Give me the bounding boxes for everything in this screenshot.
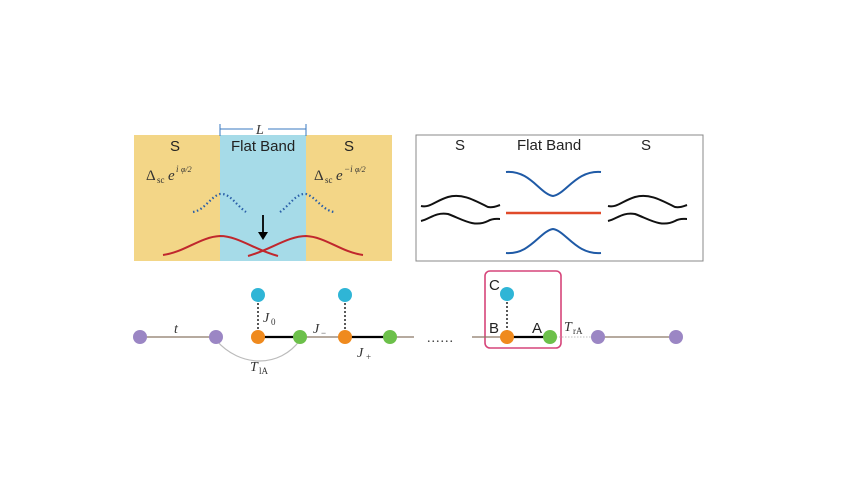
- site-label-c: C: [489, 277, 500, 294]
- svg-text:sc: sc: [157, 175, 165, 185]
- tla-label: T lA: [250, 360, 269, 376]
- unit-cell-site-c: [500, 287, 514, 301]
- svg-text:J: J: [263, 311, 270, 326]
- lead-site: [669, 330, 683, 344]
- site-a: [383, 330, 397, 344]
- jminus-label: J −: [313, 322, 326, 338]
- j0-label: J 0: [263, 311, 276, 327]
- site-label-a: A: [532, 320, 542, 337]
- flat-band-label: Flat Band: [231, 138, 295, 155]
- right-gap-expression: Δ sc e −i φ/2: [314, 164, 366, 185]
- right-sc-lower-band: [607, 212, 688, 225]
- left-panel: L S Flat Band S Δ sc e i φ/2 Δ sc e −i φ…: [134, 123, 392, 261]
- right-panel: S Flat Band S: [415, 134, 704, 262]
- right-s-label: S: [344, 138, 354, 155]
- jplus-label: J +: [357, 346, 371, 362]
- svg-text:T: T: [564, 320, 573, 335]
- svg-text:e: e: [336, 168, 343, 184]
- site-b: [251, 330, 265, 344]
- ellipsis: ......: [427, 331, 454, 346]
- svg-text:e: e: [168, 168, 175, 184]
- unit-cell-site-a: [543, 330, 557, 344]
- left-decaying-wave: [192, 192, 247, 214]
- unit-cell-site-b: [500, 330, 514, 344]
- svg-text:+: +: [366, 352, 371, 362]
- left-s-label: S: [170, 138, 180, 155]
- left-sc-lower-band: [420, 212, 501, 225]
- lead-site: [209, 330, 223, 344]
- down-arrow-icon: [258, 215, 268, 240]
- svg-text:T: T: [250, 360, 259, 375]
- site-a: [293, 330, 307, 344]
- lower-dispersive-band: [505, 227, 602, 255]
- left-gap-expression: Δ sc e i φ/2: [146, 164, 192, 185]
- hopping-t-label: t: [174, 322, 179, 337]
- tra-label: T rA: [564, 320, 583, 336]
- right-sc-upper-band: [607, 194, 688, 209]
- svg-text:−: −: [321, 328, 326, 338]
- site-b: [338, 330, 352, 344]
- svg-text:−i: −i: [344, 164, 353, 174]
- site-c: [338, 288, 352, 302]
- svg-text:φ/2: φ/2: [355, 165, 366, 174]
- svg-text:Δ: Δ: [146, 168, 156, 184]
- svg-text:rA: rA: [573, 326, 583, 336]
- right-panel-left-s-label: S: [455, 137, 465, 154]
- tla-coupling-arc: [215, 339, 301, 362]
- svg-text:sc: sc: [325, 175, 333, 185]
- site-c: [251, 288, 265, 302]
- right-panel-flat-band-label: Flat Band: [517, 137, 581, 154]
- svg-text:0: 0: [271, 317, 276, 327]
- right-hybrid-wave: [247, 234, 364, 257]
- svg-text:J: J: [357, 346, 364, 361]
- right-decaying-wave: [279, 192, 335, 214]
- svg-text:lA: lA: [259, 366, 269, 376]
- svg-text:i: i: [176, 164, 179, 174]
- svg-text:φ/2: φ/2: [181, 165, 192, 174]
- lattice-chain: t T lA J 0 J − J + ......: [133, 270, 683, 376]
- length-label: L: [255, 123, 264, 138]
- site-label-b: B: [489, 320, 499, 337]
- unit-cell-box: [484, 270, 562, 349]
- right-panel-right-s-label: S: [641, 137, 651, 154]
- lead-site: [591, 330, 605, 344]
- left-hybrid-wave: [162, 234, 279, 257]
- svg-text:Δ: Δ: [314, 168, 324, 184]
- lead-site: [133, 330, 147, 344]
- svg-text:J: J: [313, 322, 320, 337]
- length-dimension: L: [219, 123, 307, 138]
- left-sc-upper-band: [420, 194, 501, 209]
- upper-dispersive-band: [505, 170, 602, 198]
